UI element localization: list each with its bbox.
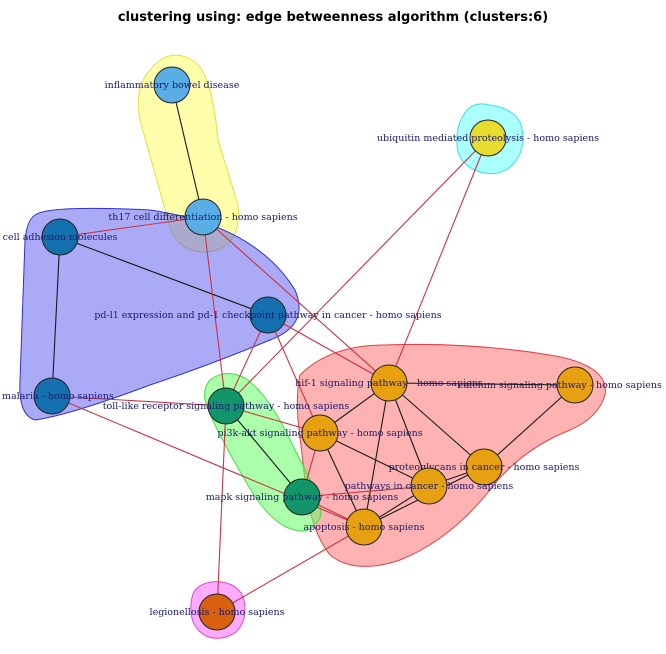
nodes: inflammatory bowel disease th17 cell diff…: [2, 66, 662, 631]
node-legion[interactable]: legionellosis - homo sapiens: [150, 593, 285, 631]
node-label: calcium signaling pathway - homo sapiens: [458, 380, 662, 391]
edge-malaria-tlr: [51, 395, 227, 407]
edge-th17-hif1: [202, 216, 390, 384]
node-circle: [283, 478, 321, 516]
edge-th17-tlr: [202, 216, 227, 407]
edge-pdl1-pi3k: [267, 314, 321, 434]
edge-mapk-pathcancer: [301, 485, 430, 498]
node-proteo[interactable]: proteoglycans in cancer - homo sapiens: [389, 448, 580, 486]
node-circle: [41, 218, 79, 256]
edge-ubiq-tlr: [225, 137, 489, 407]
node-label: inflammatory bowel disease: [105, 80, 240, 91]
edge-ibd-th17: [171, 84, 204, 218]
node-label: mapk signaling pathway - homo sapiens: [206, 492, 399, 503]
node-th17[interactable]: th17 cell differentiation - homo sapiens: [108, 198, 298, 236]
node-circle: [345, 508, 383, 546]
node-circle: [207, 387, 245, 425]
node-label: cell adhesion molecules: [3, 232, 118, 243]
node-label: pi3k-akt signaling pathway - homo sapien…: [217, 428, 422, 439]
edge-tlr-mapk: [225, 405, 303, 498]
node-label: malaria - homo sapiens: [2, 391, 114, 402]
node-mapk[interactable]: mapk signaling pathway - homo sapiens: [206, 478, 399, 516]
node-label: ubiquitin mediated proteolysis - homo sa…: [377, 133, 599, 144]
node-ibd[interactable]: inflammatory bowel disease: [105, 66, 240, 104]
node-hif1[interactable]: hif-1 signaling pathway - homo sapiens: [295, 364, 483, 402]
node-ubiq[interactable]: ubiquitin mediated proteolysis - homo sa…: [377, 119, 599, 157]
node-apoptosis[interactable]: apoptosis - homo sapiens: [304, 508, 425, 546]
edge-proteo-calcium: [483, 384, 576, 468]
node-label: apoptosis - homo sapiens: [304, 522, 425, 533]
node-label: pd-l1 expression and pd-1 checkpoint pat…: [94, 310, 441, 321]
node-cam[interactable]: cell adhesion molecules: [3, 218, 118, 256]
node-circle: [469, 119, 507, 157]
node-label: th17 cell differentiation - homo sapiens: [108, 212, 297, 223]
node-calcium[interactable]: calcium signaling pathway - homo sapiens: [458, 366, 662, 404]
edge-tlr-legion: [216, 405, 227, 613]
edge-hif1-calcium: [388, 382, 576, 386]
node-label: proteoglycans in cancer - homo sapiens: [389, 462, 580, 473]
node-tlr[interactable]: toll-like receptor signaling pathway - h…: [103, 387, 350, 425]
cluster-hull-red: [296, 343, 606, 567]
node-circle: [198, 593, 236, 631]
edge-pi3k-pathcancer: [319, 432, 430, 487]
node-pi3k[interactable]: pi3k-akt signaling pathway - homo sapien…: [217, 414, 423, 452]
edge-pdl1-hif1: [267, 314, 390, 384]
node-circle: [184, 198, 222, 236]
node-malaria[interactable]: malaria - homo sapiens: [2, 377, 114, 415]
node-label: hif-1 signaling pathway - homo sapiens: [295, 378, 483, 389]
node-circle: [33, 377, 71, 415]
edge-cam-pdl1: [59, 236, 269, 316]
edge-hif1-proteo: [388, 382, 485, 468]
node-label: toll-like receptor signaling pathway - h…: [103, 401, 350, 412]
edge-cam-malaria: [51, 236, 61, 397]
node-label: legionellosis - homo sapiens: [150, 607, 285, 618]
node-circle: [301, 414, 339, 452]
node-circle: [153, 66, 191, 104]
edge-legion-apoptosis: [216, 526, 365, 613]
node-circle: [465, 448, 503, 486]
node-circle: [410, 467, 448, 505]
graph-title: clustering using: edge betweenness algor…: [117, 10, 549, 25]
cluster-hull-blue: [19, 207, 300, 421]
node-circle: [556, 366, 594, 404]
edge-ubiq-hif1: [388, 137, 489, 384]
node-pathcancer[interactable]: pathways in cancer - homo sapiens: [345, 467, 514, 505]
edge-th17-cam: [59, 216, 204, 238]
node-label: pathways in cancer - homo sapiens: [345, 481, 514, 492]
edge-hif1-apoptosis: [363, 382, 390, 528]
node-circle: [370, 364, 408, 402]
node-pdl1[interactable]: pd-l1 expression and pd-1 checkpoint pat…: [94, 296, 442, 334]
node-circle: [249, 296, 287, 334]
